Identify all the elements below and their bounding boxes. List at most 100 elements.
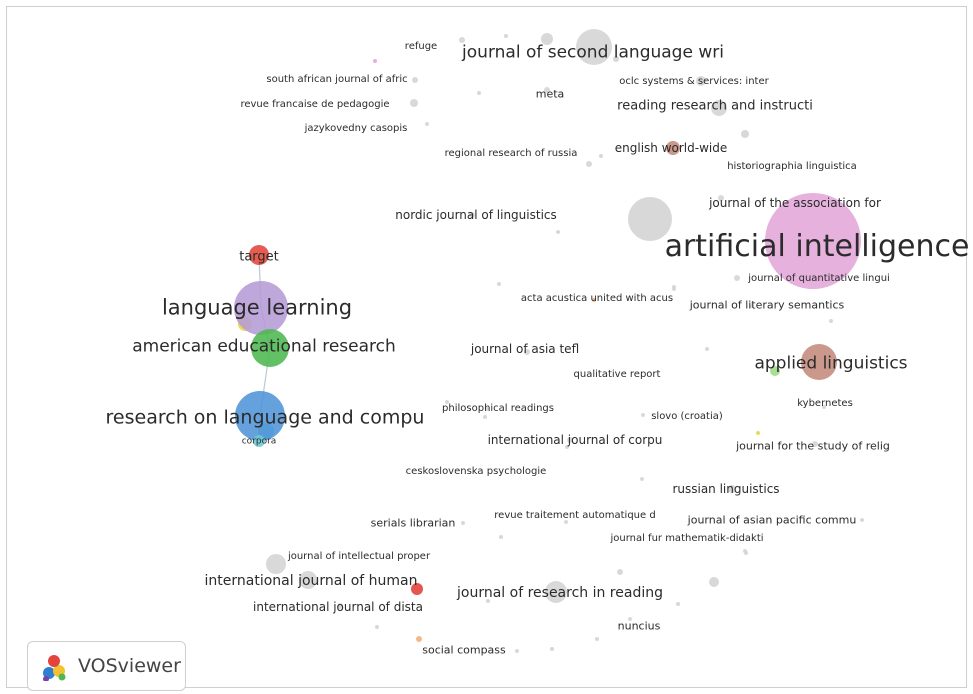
node-label[interactable]: revue traitement automatique d — [494, 510, 656, 521]
node-label[interactable]: regional research of russia — [444, 148, 578, 159]
node-label[interactable]: journal of the association for — [709, 196, 881, 210]
node-label[interactable]: journal of quantitative lingui — [748, 273, 890, 284]
node-label[interactable]: journal for the study of relig — [736, 439, 890, 453]
node-label[interactable]: serials librarian — [370, 516, 456, 530]
node-label[interactable]: reading research and instructi — [617, 98, 813, 114]
unlabeled-node[interactable] — [477, 91, 481, 95]
unlabeled-node[interactable] — [416, 636, 422, 642]
node-label[interactable]: english world-wide — [614, 141, 728, 155]
node-label[interactable]: slovo (croatia) — [651, 411, 723, 422]
unlabeled-node[interactable] — [373, 59, 377, 63]
node-label[interactable]: nuncius — [617, 619, 661, 633]
node-label[interactable]: research on language and compu — [105, 406, 425, 429]
node-label[interactable]: journal of asia tefl — [470, 342, 580, 356]
unlabeled-node[interactable] — [628, 197, 672, 241]
unlabeled-node[interactable] — [445, 400, 449, 404]
node-label[interactable]: south african journal of afric — [266, 74, 408, 85]
unlabeled-node[interactable] — [592, 298, 596, 302]
network-node[interactable] — [640, 477, 644, 481]
network-node[interactable] — [696, 76, 706, 86]
unlabeled-node[interactable] — [486, 599, 490, 603]
unlabeled-node[interactable] — [829, 319, 833, 323]
node-label[interactable]: journal of second language wri — [462, 42, 724, 63]
network-node[interactable] — [750, 304, 754, 308]
node-label[interactable]: journal fur mathematik-didakti — [610, 533, 764, 544]
node-label[interactable]: international journal of corpu — [487, 433, 663, 447]
network-node[interactable] — [586, 161, 592, 167]
node-label[interactable]: ceskoslovenska psychologie — [405, 466, 547, 477]
node-label[interactable]: language learning — [161, 295, 353, 320]
network-node[interactable] — [801, 344, 837, 380]
network-node[interactable] — [251, 329, 289, 367]
unlabeled-node[interactable] — [556, 230, 560, 234]
unlabeled-node[interactable] — [595, 637, 599, 641]
node-label[interactable]: international journal of dista — [253, 600, 423, 614]
node-label[interactable]: journal of asian pacific commu — [687, 513, 857, 527]
network-node[interactable] — [666, 141, 680, 155]
node-label[interactable]: american educational research — [132, 336, 396, 357]
unlabeled-node[interactable] — [741, 130, 749, 138]
node-label[interactable]: revue francaise de pedagogie — [240, 99, 390, 110]
network-node[interactable] — [576, 29, 612, 65]
network-node[interactable] — [705, 347, 709, 351]
unlabeled-node[interactable] — [613, 56, 619, 62]
unlabeled-node[interactable] — [497, 282, 501, 286]
network-node[interactable] — [812, 441, 818, 447]
node-label[interactable]: journal of literary semantics — [689, 298, 845, 312]
node-label[interactable]: journal of research in reading — [457, 585, 663, 601]
network-node[interactable] — [765, 193, 861, 289]
network-node[interactable] — [734, 275, 740, 281]
network-node[interactable] — [485, 407, 489, 411]
network-node[interactable] — [299, 571, 317, 589]
network-node[interactable] — [253, 435, 265, 447]
node-label[interactable]: philosophical readings — [442, 403, 554, 414]
unlabeled-node[interactable] — [676, 602, 680, 606]
network-node[interactable] — [711, 100, 727, 116]
network-node[interactable] — [728, 485, 736, 493]
unlabeled-node[interactable] — [499, 535, 503, 539]
unlabeled-node[interactable] — [756, 431, 760, 435]
node-label[interactable]: journal of intellectual proper — [287, 551, 431, 562]
network-node[interactable] — [743, 549, 747, 553]
network-node[interactable] — [459, 37, 465, 43]
node-label[interactable]: oclc systems & services: inter — [619, 76, 769, 87]
node-label[interactable]: nordic journal of linguistics — [395, 208, 557, 222]
network-node[interactable] — [860, 518, 864, 522]
unlabeled-node[interactable] — [617, 569, 623, 575]
network-node[interactable] — [718, 195, 724, 201]
node-label[interactable]: social compass — [422, 643, 506, 657]
node-label[interactable]: applied linguistics — [754, 353, 908, 374]
network-node[interactable] — [672, 287, 676, 291]
network-node[interactable] — [412, 77, 418, 83]
node-label[interactable]: refuge — [404, 41, 438, 52]
unlabeled-node[interactable] — [375, 625, 379, 629]
unlabeled-node[interactable] — [504, 34, 508, 38]
unlabeled-node[interactable] — [709, 577, 719, 587]
network-node[interactable] — [235, 391, 285, 441]
node-label[interactable]: historiographia linguistica — [727, 161, 857, 172]
network-node[interactable] — [249, 245, 269, 265]
network-node[interactable] — [641, 413, 645, 417]
unlabeled-node[interactable] — [599, 154, 603, 158]
node-label[interactable]: international journal of human — [204, 573, 418, 589]
network-node[interactable] — [567, 437, 573, 443]
node-label[interactable]: kybernetes — [797, 398, 853, 409]
node-label[interactable]: russian linguistics — [672, 482, 780, 496]
node-label[interactable]: acta acustica united with acus — [520, 293, 674, 304]
unlabeled-node[interactable] — [550, 647, 554, 651]
unlabeled-node[interactable] — [744, 551, 748, 555]
network-node[interactable] — [822, 405, 826, 409]
unlabeled-node[interactable] — [411, 583, 423, 595]
node-label[interactable]: meta — [535, 87, 565, 101]
network-node[interactable] — [544, 87, 550, 93]
network-node[interactable] — [545, 581, 567, 603]
network-node[interactable] — [461, 521, 465, 525]
network-node[interactable] — [628, 617, 632, 621]
unlabeled-node[interactable] — [565, 445, 569, 449]
node-label[interactable]: target — [239, 249, 279, 265]
network-node[interactable] — [425, 122, 429, 126]
network-node[interactable] — [564, 520, 568, 524]
network-node[interactable] — [745, 164, 749, 168]
network-node[interactable] — [234, 281, 288, 335]
